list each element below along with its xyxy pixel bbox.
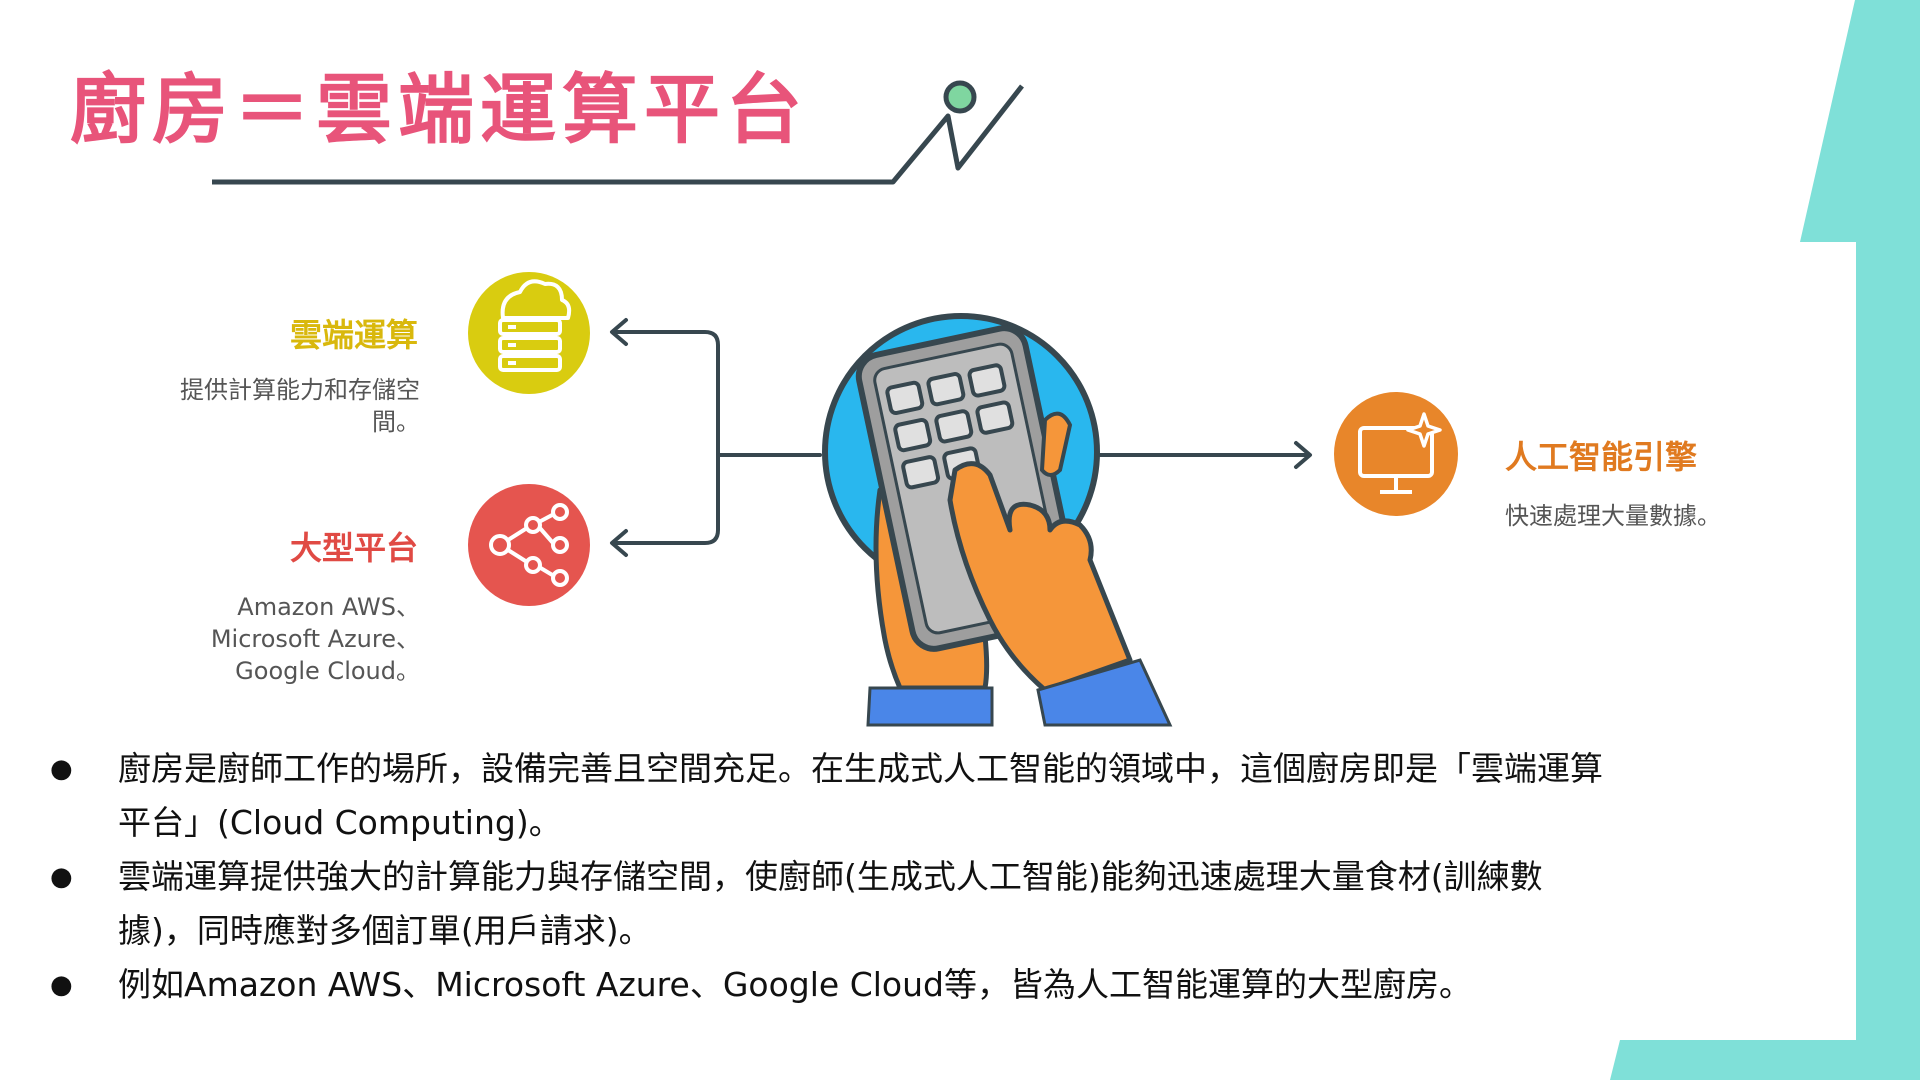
bullet-item: ● 雲端運算提供強大的計算能力與存儲空間，使廚師(生成式人工智能)能夠迅速處理大… bbox=[40, 850, 1830, 958]
bullet-list: ● 廚房是廚師工作的場所，設備完善且空間充足。在生成式人工智能的領域中，這個廚房… bbox=[40, 742, 1830, 1012]
platform-desc-line3: Google Cloud。 bbox=[235, 657, 420, 685]
hands-tablet-icon bbox=[822, 313, 1173, 727]
ai-engine-desc: 快速處理大量數據。 bbox=[1505, 502, 1721, 530]
share-network-icon bbox=[468, 484, 590, 606]
bullet-dot-icon: ● bbox=[50, 970, 73, 1000]
connector-lines bbox=[610, 318, 1312, 557]
bullet-dot-icon: ● bbox=[50, 862, 73, 892]
ai-engine-title: 人工智能引擎 bbox=[1505, 438, 1698, 476]
page-title: 廚房＝雲端運算平台 bbox=[70, 65, 808, 154]
cloud-desc-line2: 間。 bbox=[372, 408, 420, 436]
monitor-sparkle-icon bbox=[1334, 392, 1458, 516]
bullet-item: ● 廚房是廚師工作的場所，設備完善且空間充足。在生成式人工智能的領域中，這個廚房… bbox=[40, 742, 1830, 850]
bullet-1-line2: 平台」(Cloud Computing)。 bbox=[118, 803, 562, 842]
bullet-3-line1: 例如Amazon AWS、Microsoft Azure、Google Clou… bbox=[118, 965, 1472, 1004]
platform-desc: Amazon AWS、 Microsoft Azure、 Google Clou… bbox=[130, 591, 420, 687]
bullet-1-line1: 廚房是廚師工作的場所，設備完善且空間充足。在生成式人工智能的領域中，這個廚房即是… bbox=[118, 749, 1603, 788]
cloud-computing-title: 雲端運算 bbox=[289, 316, 418, 354]
platform-title: 大型平台 bbox=[289, 529, 418, 567]
platform-desc-line2: Microsoft Azure、 bbox=[210, 625, 420, 653]
bullet-2-line1: 雲端運算提供強大的計算能力與存儲空間，使廚師(生成式人工智能)能夠迅速處理大量食… bbox=[118, 857, 1543, 896]
platform-desc-line1: Amazon AWS、 bbox=[237, 593, 420, 621]
cloud-server-icon bbox=[468, 272, 590, 394]
cloud-desc-line1: 提供計算能力和存儲空 bbox=[180, 376, 420, 404]
bullet-dot-icon: ● bbox=[50, 754, 73, 784]
cloud-computing-desc: 提供計算能力和存儲空 間。 bbox=[130, 374, 420, 438]
bullet-item: ● 例如Amazon AWS、Microsoft Azure、Google Cl… bbox=[40, 958, 1830, 1012]
bullet-2-line2: 據)，同時應對多個訂單(用戶請求)。 bbox=[118, 911, 652, 950]
node-dot-icon bbox=[943, 80, 977, 114]
